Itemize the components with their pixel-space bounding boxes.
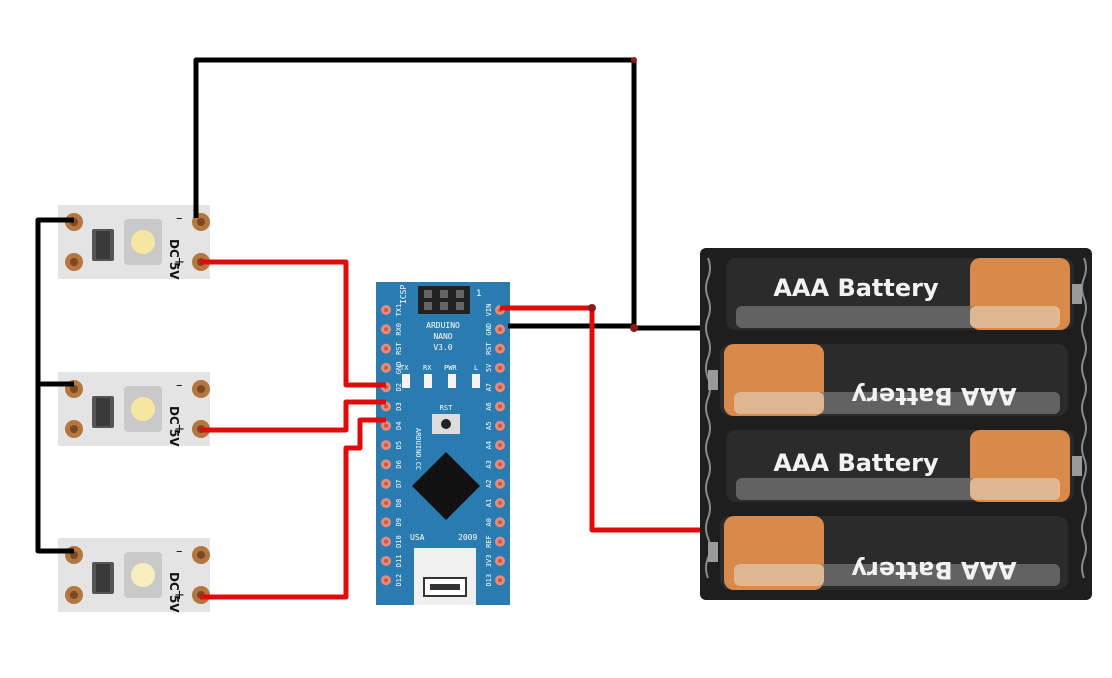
pin-label-a0: A0 xyxy=(485,518,493,526)
minus-label: – xyxy=(176,211,183,226)
pin-label-3v3: 3V3 xyxy=(485,555,493,568)
pin-label-d5: D5 xyxy=(395,441,403,449)
pin-label-d10: D10 xyxy=(395,535,403,548)
signal-wire-d3 xyxy=(200,399,386,433)
pin-label-gnd: GND xyxy=(395,362,403,375)
pin-label-rst: RST xyxy=(485,341,493,354)
pin-label-a1: A1 xyxy=(485,499,493,507)
plus-label: + xyxy=(174,422,185,437)
plus-label: + xyxy=(174,588,185,603)
brand-label: ARDUINO.CC xyxy=(414,428,422,470)
pin-label-d8: D8 xyxy=(395,499,403,507)
battery-cell-2: AAA Battery xyxy=(708,344,1068,416)
wires xyxy=(35,57,700,600)
pin-label-vin: VIN xyxy=(485,304,493,317)
pin-label-d3: D3 xyxy=(395,402,403,410)
icsp-label: ICSP xyxy=(399,285,408,304)
board-model: NANO xyxy=(433,332,452,341)
battery-cell-4: AAA Battery xyxy=(708,516,1068,590)
battery-cell-3: AAA Battery xyxy=(726,430,1082,502)
pin-label-ref: REF xyxy=(485,535,493,548)
pin-label-a7: A7 xyxy=(485,383,493,391)
battery-cell-1: AAA Battery xyxy=(726,258,1082,330)
board-title: ARDUINO xyxy=(426,321,460,330)
battery-label: AAA Battery xyxy=(851,382,1017,410)
pwr-led xyxy=(448,374,456,388)
rx-label: RX xyxy=(423,364,432,372)
plus-label: + xyxy=(174,255,185,270)
pin-label-d7: D7 xyxy=(395,479,403,487)
battery-label: AAA Battery xyxy=(773,274,939,302)
pin-label-d6: D6 xyxy=(395,460,403,468)
voltage-label: DC 5V xyxy=(167,572,181,613)
pin-label-d9: D9 xyxy=(395,518,403,526)
mcu-chip xyxy=(412,452,480,520)
pin-label-a3: A3 xyxy=(485,460,493,468)
pin-label-d4: D4 xyxy=(395,422,403,430)
tx-led xyxy=(402,374,410,388)
battery-holder: AAA Battery AAA Battery AAA Battery xyxy=(700,248,1092,600)
voltage-label: DC 5V xyxy=(167,406,181,447)
led-module-2: DC 5V – + xyxy=(58,372,210,447)
rst-button-label: RST xyxy=(440,404,453,412)
pin-label-d12: D12 xyxy=(395,574,403,587)
spring-contacts-left xyxy=(705,257,711,579)
led-module-1: DC 5V – + xyxy=(58,205,210,280)
pwr-label: PWR xyxy=(444,364,457,372)
pin-label-a5: A5 xyxy=(485,422,493,430)
minus-label: – xyxy=(176,378,183,393)
pin-label-a4: A4 xyxy=(485,441,493,449)
pin-label-rx0: RX0 xyxy=(395,323,403,336)
year-label: 2009 xyxy=(458,533,477,542)
spring-contacts-right xyxy=(1081,257,1087,579)
led-module-3: DC 5V – + xyxy=(58,538,210,613)
pin-label-d11: D11 xyxy=(395,555,403,568)
l-label: L xyxy=(474,364,478,372)
minus-label: – xyxy=(176,544,183,559)
pin-label-5v: 5V xyxy=(485,363,493,372)
origin-label: USA xyxy=(410,533,425,542)
pin-label-rst: RST xyxy=(395,341,403,354)
pin-label-a6: A6 xyxy=(485,402,493,410)
signal-wire-d2 xyxy=(200,259,386,388)
arduino-nano: ICSP 1 ARDUINO NANO V3.0 TX RX PWR L RST… xyxy=(376,282,510,605)
pin-label-a2: A2 xyxy=(485,479,493,487)
battery-label: AAA Battery xyxy=(773,449,939,477)
power-wire-vin xyxy=(500,305,700,533)
junction-dot xyxy=(588,304,596,312)
pin-label-tx1: TX1 xyxy=(395,304,403,317)
junction-dot xyxy=(630,324,638,332)
rx-led xyxy=(424,374,432,388)
junction-dot xyxy=(631,57,637,63)
battery-holder-case xyxy=(700,248,1092,600)
signal-wire-d4 xyxy=(200,417,386,600)
voltage-label: DC 5V xyxy=(167,239,181,280)
pin-label-gnd: GND xyxy=(485,323,493,336)
pin-label-d13: D13 xyxy=(485,574,493,587)
battery-label: AAA Battery xyxy=(851,556,1017,584)
icsp-pin1-label: 1 xyxy=(476,289,481,299)
pin-label-d2: D2 xyxy=(395,383,403,391)
tx-label: TX xyxy=(400,364,409,372)
l-led xyxy=(472,374,480,388)
board-version: V3.0 xyxy=(433,343,452,352)
